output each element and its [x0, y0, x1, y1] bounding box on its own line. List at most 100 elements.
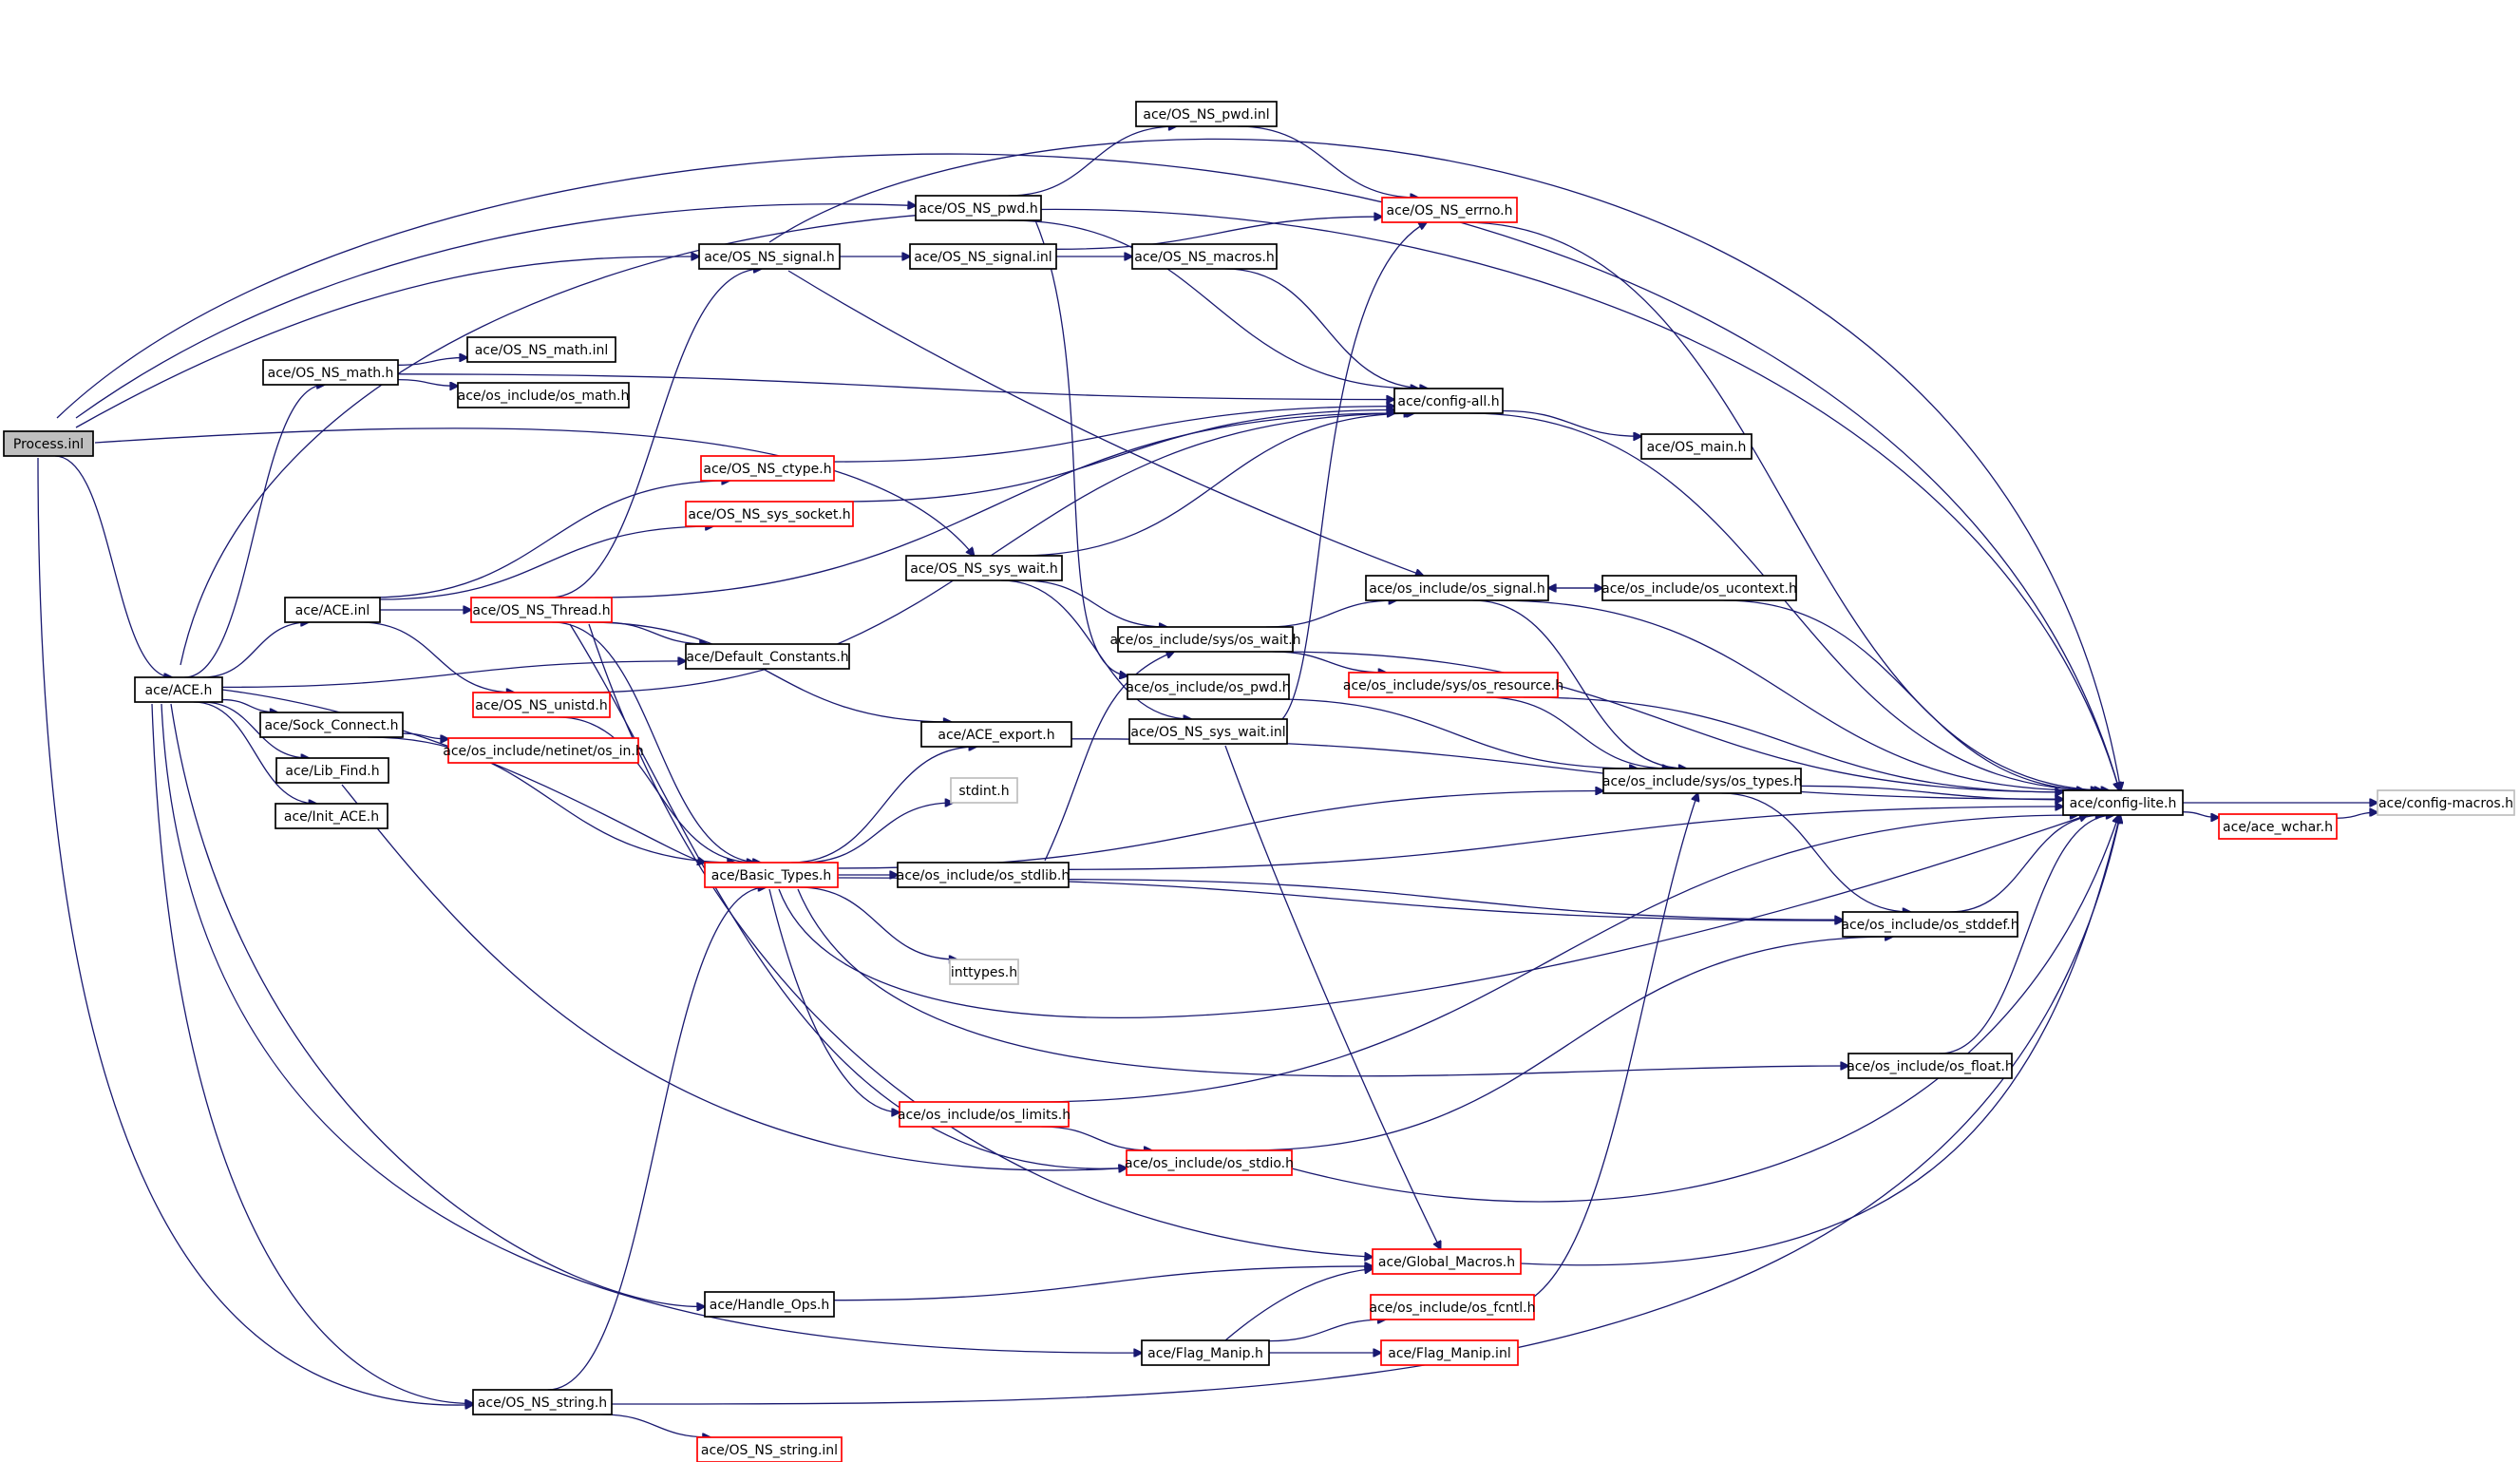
node-os-limits-h[interactable]: ace/os_include/os_limits.h [898, 1101, 1071, 1128]
node-box [1847, 1053, 2013, 1079]
node-os-ns-macros-h[interactable]: ace/OS_NS_macros.h [1131, 243, 1278, 270]
node-os-ns-sys-wait-h[interactable]: ace/OS_NS_sys_wait.h [905, 555, 1063, 581]
node-os-pwd-h[interactable]: ace/os_include/os_pwd.h [1126, 674, 1291, 700]
node-os-ns-thread-h[interactable]: ace/OS_NS_Thread.h [470, 597, 613, 623]
node-os-ns-string-h[interactable]: ace/OS_NS_string.h [472, 1389, 613, 1415]
node-os-ucontext-h[interactable]: ace/os_include/os_ucontext.h [1601, 575, 1797, 601]
node-label: ace/Sock_Connect.h [264, 718, 398, 733]
node-os-stdlib-h[interactable]: ace/os_include/os_stdlib.h [897, 862, 1070, 888]
node-label: ace/os_include/os_ucontext.h [1601, 581, 1797, 597]
node-handle-ops-h[interactable]: ace/Handle_Ops.h [704, 1291, 835, 1318]
node-ace-export-h[interactable]: ace/ACE_export.h [920, 721, 1072, 748]
node-os-stddef-h[interactable]: ace/os_include/os_stddef.h [1841, 911, 2019, 938]
node-os-math-h[interactable]: ace/os_include/os_math.h [457, 382, 630, 408]
node-config-all-h[interactable]: ace/config-all.h [1393, 388, 1504, 414]
edge-ace-h-to-default-constants-h [221, 661, 686, 689]
node-box [949, 959, 1019, 985]
edge-os-ns-unistd-h-to-config-all-h [578, 413, 1412, 693]
node-os-ns-math-inl[interactable]: ace/OS_NS_math.inl [466, 336, 616, 363]
node-process-inl[interactable]: Process.inl [3, 430, 94, 457]
edge-config-lite-h-to-ace-wchar-h [2182, 811, 2219, 818]
node-os-ns-signal-inl[interactable]: ace/OS_NS_signal.inl [909, 243, 1057, 270]
node-flag-manip-inl[interactable]: ace/Flag_Manip.inl [1380, 1339, 1519, 1366]
node-sys-os-wait-h[interactable]: ace/os_include/sys/os_wait.h [1109, 626, 1301, 653]
node-label: ace/Basic_Types.h [711, 868, 831, 883]
node-os-stdio-h[interactable]: ace/os_include/os_stdio.h [1125, 1149, 1294, 1176]
edge-sys-os-wait-h-to-config-lite-h [1275, 651, 2063, 792]
node-label: ace/os_include/os_float.h [1847, 1059, 2014, 1074]
node-ace-h[interactable]: ace/ACE.h [134, 676, 223, 703]
edge-sys-os-types-h-to-config-lite-h [1800, 785, 2063, 799]
node-box [1842, 911, 2018, 938]
node-lib-find-h[interactable]: ace/Lib_Find.h [275, 757, 389, 784]
node-label: ace/Handle_Ops.h [710, 1298, 830, 1313]
node-label: ace/OS_NS_ctype.h [703, 462, 831, 477]
edge-ace-inl-to-os-ns-sys-socket-h [379, 526, 713, 600]
node-os-in-h[interactable]: ace/os_include/netinet/os_in.h [443, 737, 644, 764]
edge-os-ucontext-h-to-config-lite-h [1723, 599, 2099, 790]
node-flag-manip-h[interactable]: ace/Flag_Manip.h [1141, 1339, 1270, 1366]
edge-basic-types-h-to-os-limits-h [768, 888, 900, 1112]
node-box [950, 777, 1018, 804]
node-os-ns-errno-h[interactable]: ace/OS_NS_errno.h [1381, 197, 1518, 223]
node-sys-os-types-h[interactable]: ace/os_include/sys/os_types.h [1602, 768, 1802, 794]
node-sock-connect-h[interactable]: ace/Sock_Connect.h [259, 712, 404, 738]
node-stdint-h[interactable]: stdint.h [950, 777, 1018, 804]
node-os-ns-string-inl[interactable]: ace/OS_NS_string.inl [696, 1436, 843, 1462]
node-config-lite-h[interactable]: ace/config-lite.h [2062, 789, 2184, 816]
node-os-ns-pwd-h[interactable]: ace/OS_NS_pwd.h [915, 195, 1042, 221]
edge-os-stdlib-h-to-sys-os-wait-h [1044, 652, 1174, 862]
edge-ace-h-to-basic-types-h [221, 689, 706, 863]
node-os-ns-unistd-h[interactable]: ace/OS_NS_unistd.h [472, 692, 611, 718]
node-label: ace/os_include/os_fcntl.h [1370, 1301, 1536, 1316]
node-os-ns-ctype-h[interactable]: ace/OS_NS_ctype.h [700, 455, 835, 482]
node-os-fcntl-h[interactable]: ace/os_include/os_fcntl.h [1370, 1294, 1536, 1320]
node-os-ns-pwd-inl[interactable]: ace/OS_NS_pwd.inl [1135, 101, 1278, 127]
node-label: ace/config-macros.h [2378, 796, 2513, 811]
edge-os-ns-thread-h-to-config-all-h [595, 413, 1394, 598]
node-default-constants-h[interactable]: ace/Default_Constants.h [685, 643, 850, 670]
node-os-float-h[interactable]: ace/os_include/os_float.h [1847, 1053, 2014, 1079]
node-os-signal-h[interactable]: ace/os_include/os_signal.h [1365, 575, 1549, 601]
edge-os-ns-unistd-h-to-basic-types-h [558, 716, 755, 863]
edge-ace-h-to-lib-find-h [201, 701, 309, 758]
edge-sock-connect-h-to-os-in-h [402, 732, 448, 739]
node-box [3, 430, 94, 457]
node-box [1117, 626, 1294, 653]
edge-os-ns-math-h-to-os-math-h [397, 378, 458, 387]
edge-flag-manip-h-to-os-fcntl-h [1268, 1320, 1386, 1342]
edge-sys-os-types-h-to-os-stddef-h [1721, 792, 1911, 912]
node-ace-wchar-h[interactable]: ace/ace_wchar.h [2218, 813, 2338, 840]
node-label: ace/config-all.h [1397, 394, 1499, 409]
node-box [909, 243, 1057, 270]
node-label: ace/os_include/netinet/os_in.h [443, 744, 643, 759]
edge-os-ns-string-h-to-config-lite-h [611, 815, 2120, 1405]
edge-os-ns-math-h-to-config-all-h [397, 373, 1394, 400]
node-box [704, 862, 839, 888]
node-inttypes-h[interactable]: inttypes.h [949, 959, 1019, 985]
node-global-macros-h[interactable]: ace/Global_Macros.h [1372, 1248, 1522, 1275]
node-os-ns-sys-wait-inl[interactable]: ace/OS_NS_sys_wait.inl [1128, 718, 1288, 745]
node-os-ns-sys-socket-h[interactable]: ace/OS_NS_sys_socket.h [685, 501, 854, 527]
node-box [447, 737, 639, 764]
node-label: ace/os_include/sys/os_types.h [1602, 774, 1802, 789]
node-basic-types-h[interactable]: ace/Basic_Types.h [704, 862, 839, 888]
node-box [470, 597, 613, 623]
node-label: ace/Lib_Find.h [285, 764, 379, 779]
node-config-macros-h[interactable]: ace/config-macros.h [2377, 789, 2515, 816]
edge-basic-types-h-to-os-float-h [797, 888, 1848, 1077]
edge-ace-export-h-to-config-lite-h [1071, 738, 2063, 799]
edge-os-ns-pwd-h-to-os-pwd-h [1034, 219, 1127, 676]
node-box [897, 862, 1070, 888]
node-sys-os-resource-h[interactable]: ace/os_include/sys/os_resource.h [1343, 672, 1563, 698]
node-os-ns-signal-h[interactable]: ace/OS_NS_signal.h [698, 243, 841, 270]
node-ace-inl[interactable]: ace/ACE.inl [284, 597, 381, 623]
node-box [698, 243, 841, 270]
node-init-ace-h[interactable]: ace/Init_ACE.h [275, 803, 388, 829]
node-os-ns-math-h[interactable]: ace/OS_NS_math.h [262, 359, 399, 386]
edge-os-stdio-h-to-os-stddef-h [1246, 937, 1892, 1151]
edge-flag-manip-h-to-global-macros-h [1224, 1269, 1373, 1341]
node-box [259, 712, 404, 738]
node-os-main-h[interactable]: ace/OS_main.h [1640, 433, 1753, 460]
node-label: ace/OS_NS_math.inl [475, 343, 609, 358]
